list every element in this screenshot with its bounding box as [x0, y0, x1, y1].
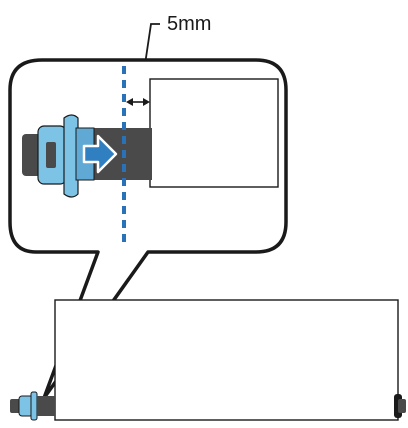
measurement-arrow-icon — [126, 98, 150, 106]
right-flange-icon — [394, 394, 406, 418]
magnified-paper-roll — [149, 78, 279, 188]
dimension-label: 5mm — [167, 13, 211, 35]
paper-roll-body — [54, 299, 399, 421]
push-arrow-icon — [82, 134, 118, 174]
full-paper-roll — [10, 299, 406, 421]
left-flange-icon — [10, 391, 55, 421]
